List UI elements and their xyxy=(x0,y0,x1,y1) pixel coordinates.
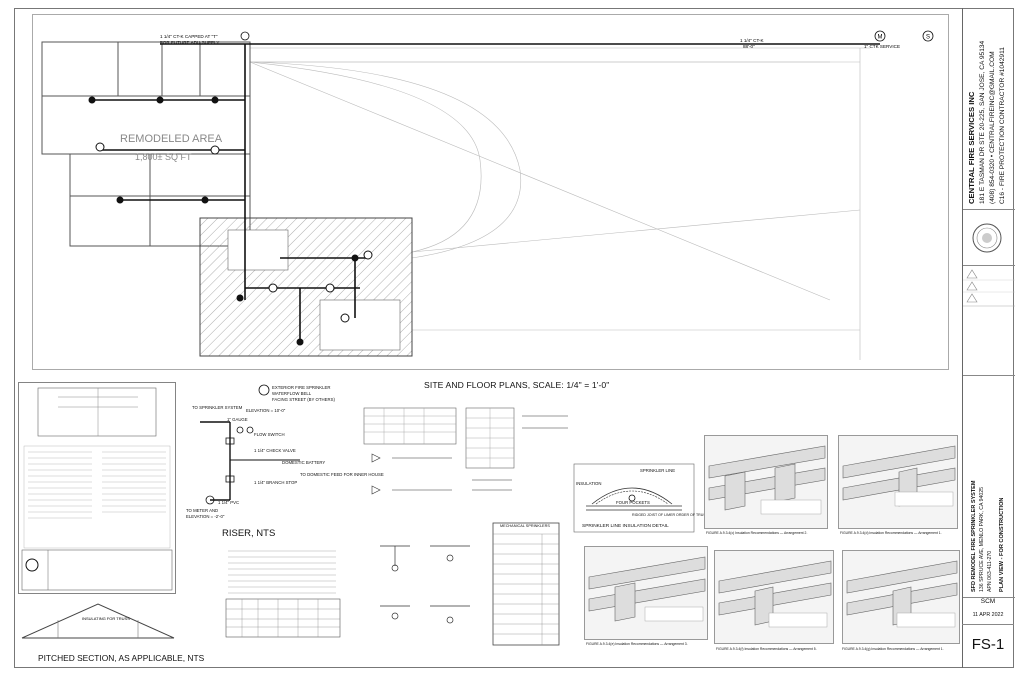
company-block: CENTRAL FIRE SERVICES INC 181 E TASMAN D… xyxy=(963,8,1015,210)
remodeled-area-label: REMODELED AREA xyxy=(120,133,223,145)
engineer-seal xyxy=(972,223,1002,253)
to-system: TO SPRINKLER SYSTEM xyxy=(192,405,243,410)
bell-facing: FACING STREET (BY OTHERS) xyxy=(272,397,335,402)
insulation-figure-b xyxy=(838,435,958,529)
sprinkler-tables xyxy=(363,407,568,495)
site-plan-frame xyxy=(32,14,949,370)
elevation-top: ELEVATION = 10'-0" xyxy=(246,408,286,413)
ext-sprinkler: EXTERIOR FIRE SPRINKLER xyxy=(272,385,331,390)
drawing-sheet xyxy=(14,8,1014,668)
figure-a-caption: FIGURE A.9.3.4(c) Insulation Recommendat… xyxy=(706,531,808,535)
project-address: 136 SPRUCE AVE, MENLO PARK, CA 94025 xyxy=(979,486,985,592)
sheet-number: FS-1 xyxy=(971,636,1005,653)
ball-valve-label: 1 1/4" BRANCH STOP xyxy=(254,480,298,485)
ctk-label: 1 1/4" CT-K xyxy=(740,38,765,43)
riser-title: RISER, NTS xyxy=(222,528,276,539)
pvc-label: 1 1/4" PVC xyxy=(218,500,240,505)
sprinkler-line-label: SPRINKLER LINE xyxy=(640,468,676,473)
figure-b-caption: FIGURE A.9.3.4(d) Insulation Recommendat… xyxy=(840,531,942,535)
riser-diagram xyxy=(200,384,300,505)
pitched-section-drawing: INSULATING FOR TRUSS xyxy=(21,603,175,639)
seal-block xyxy=(963,210,1015,266)
company-name: CENTRAL FIRE SERVICES INC xyxy=(967,91,976,204)
service-symbol xyxy=(922,30,934,42)
site-floor-plan: REMODELED AREA 1,800± SQ FT 1 1/4" CT-K … xyxy=(41,30,934,360)
insulation-detail-title: SPRINKLER LINE INSULATION DETAIL xyxy=(582,524,669,529)
project-apn: APN 063-411-270 xyxy=(987,550,993,592)
joist-label: RIDGED JOIST OF LIMER ORDER OF TRUSS xyxy=(632,513,709,517)
ctk-length: 88'-0" xyxy=(743,44,755,49)
domestic-battery: DOMESTIC BATTERY xyxy=(282,460,326,465)
insulation-figure-a xyxy=(704,435,828,529)
title-block: CENTRAL FIRE SERVICES INC 181 E TASMAN D… xyxy=(962,8,1015,668)
insulation-figure-d xyxy=(714,550,834,644)
meter-tag: M xyxy=(878,35,883,41)
remodeled-sqft: 1,800± SQ FT xyxy=(135,152,192,162)
insulation-detail xyxy=(573,463,695,533)
hanger-details xyxy=(380,545,470,624)
figure-c-caption: FIGURE A.9.3.4(e) Insulation Recommendat… xyxy=(586,642,688,646)
project-name: SFD REMODEL FIRE SPRINKLER SYSTEM xyxy=(971,480,977,592)
company-license: C16 - FIRE PROTECTION CONTRACTOR #104291… xyxy=(999,47,1006,204)
pitched-section-title: PITCHED SECTION, AS APPLICABLE, NTS xyxy=(38,653,205,663)
service-label: 1" CTK SERVICE xyxy=(864,44,900,49)
company-address: 181 E TASMAN DR STE 20-225, SAN JOSE, CA… xyxy=(979,40,986,204)
drawn-by: SCM xyxy=(980,598,996,605)
meter-symbol xyxy=(874,30,886,42)
elevation-bottom: ELEVATION = -2'-0" xyxy=(186,514,225,519)
insulation-figure-e xyxy=(842,550,960,644)
project-block: SFD REMODEL FIRE SPRINKLER SYSTEM 136 SP… xyxy=(963,376,1015,598)
figure-d-caption: FIGURE A.9.3.4(f) Insulation Recommendat… xyxy=(716,647,817,651)
revision-block xyxy=(963,266,1015,376)
figure-e-caption: FIGURE A.9.3.4(g) Insulation Recommendat… xyxy=(842,647,944,651)
revision-triangles xyxy=(963,269,1015,307)
general-notes-sheet xyxy=(18,382,176,594)
site-plan-title: SITE AND FLOOR PLANS, SCALE: 1/4" = 1'-0… xyxy=(424,380,610,390)
to-domestic: TO DOMESTIC FEED FOR INNER HOUSE xyxy=(300,472,384,477)
company-contact: (408) 854-0320 • CENTRALFIREINC@GMAIL.CO… xyxy=(989,51,996,204)
s-tag: S xyxy=(926,35,930,41)
riser-notes xyxy=(225,550,341,638)
sheet-status: PLAN VIEW - FOR CONSTRUCTION xyxy=(999,497,1005,592)
check-valve-label: 1 1/4" CHECK VALVE xyxy=(254,448,296,453)
capped-note: 1 1/4" CT-K CAPPED AT "T" xyxy=(160,34,218,39)
waterflow-bell: WATERFLOW BELL xyxy=(272,391,312,396)
to-meter: TO METER AND xyxy=(186,508,219,513)
insulation-label: INSULATION xyxy=(576,481,602,486)
four-pockets-label: FOUR POCKETS xyxy=(616,500,650,505)
flow-switch-label: FLOW SWITCH xyxy=(254,432,285,437)
sheet-date: 11 APR 2022 xyxy=(972,612,1004,618)
mechanical-sprinklers-table xyxy=(492,522,560,646)
pitched-label: INSULATING FOR TRUSS xyxy=(82,616,130,621)
insulation-figure-c xyxy=(584,546,708,640)
capped-note-2: FOR FUTURE ADU SUPPLY xyxy=(160,40,219,45)
gauge-label: 1" GAUGE xyxy=(227,417,248,422)
mech-table-title: MECHANICAL SPRINKLERS xyxy=(500,524,550,528)
